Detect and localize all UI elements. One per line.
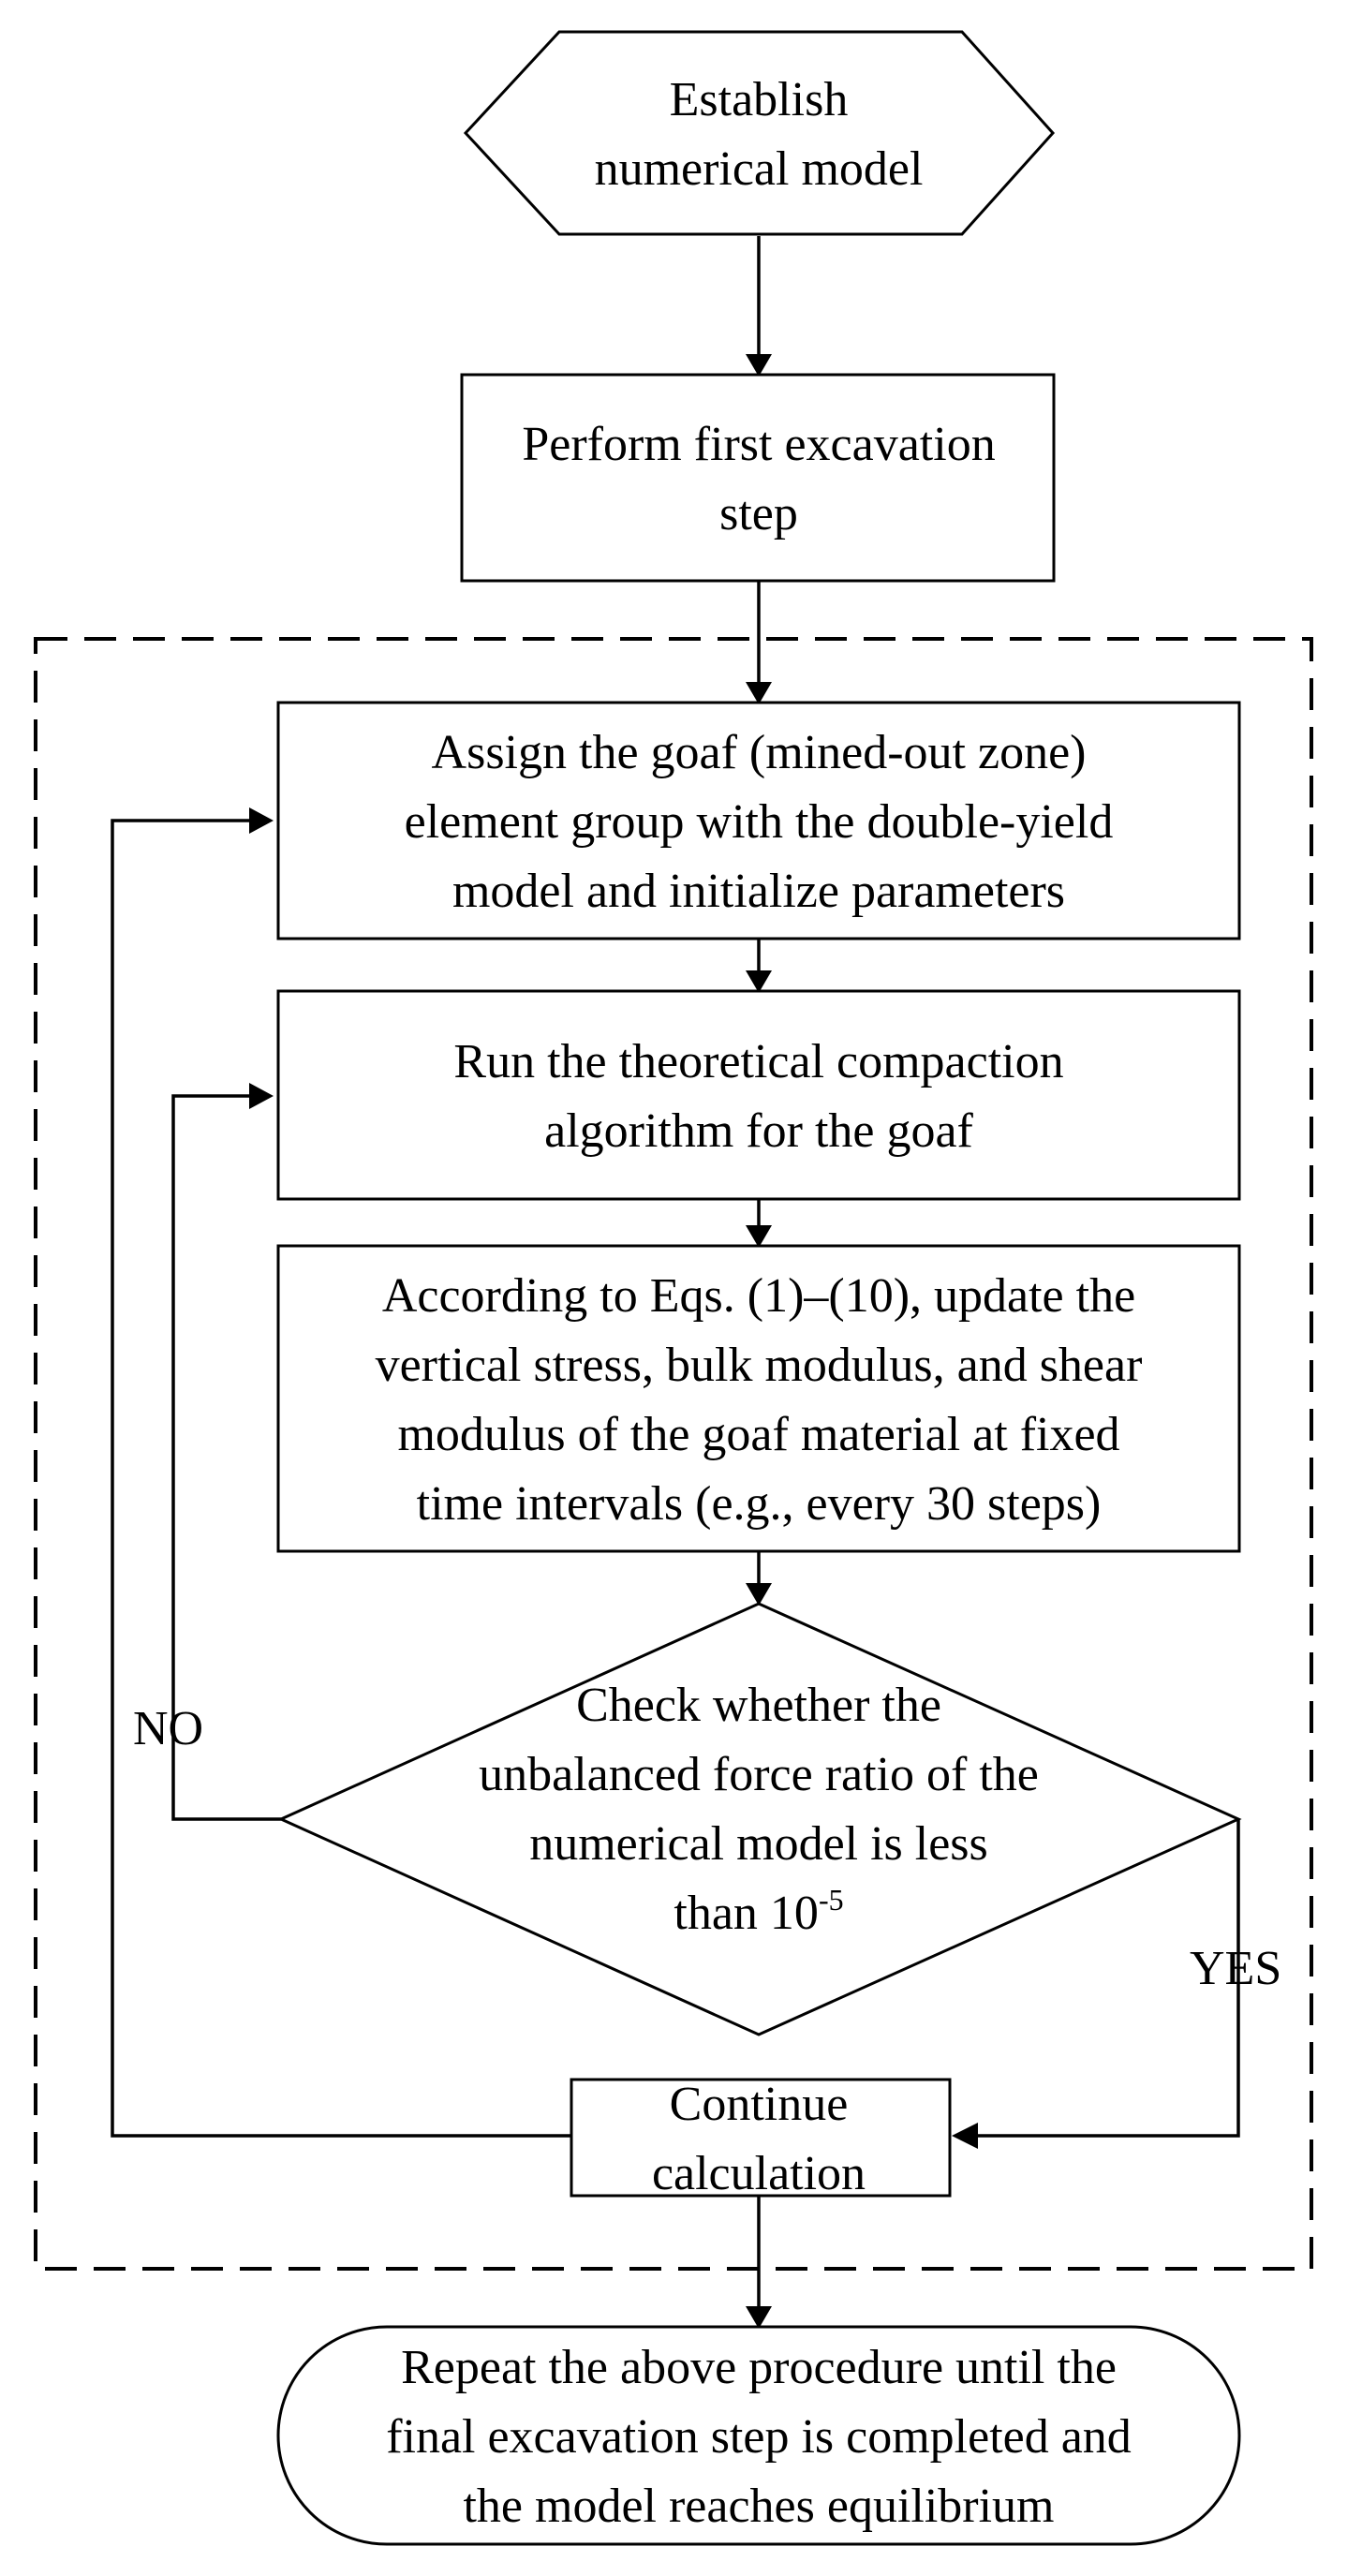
- update-node-text: According to Eqs. (1)–(10), update the ve…: [376, 1269, 1143, 1531]
- threshold-exponent: -5: [819, 1883, 844, 1917]
- start-line-2: numerical model: [595, 142, 924, 196]
- run-line-1: Run the theoretical compaction: [453, 1035, 1063, 1088]
- first-step-node-text: Perform first excavation step: [522, 418, 995, 540]
- assign-line-3: model and initialize parameters: [452, 865, 1065, 918]
- check-line-3: numerical model is less: [529, 1817, 988, 1871]
- check-line-4: than 10-5: [674, 1883, 843, 1940]
- run-node-shape: [276, 989, 1241, 1201]
- threshold-base: than 10: [674, 1887, 819, 1940]
- arrowhead-continue-loop: [249, 807, 274, 834]
- edge-yes-to-continue: [974, 1819, 1240, 2138]
- arrowhead-update: [746, 1225, 772, 1248]
- check-line-1: Check whether the: [576, 1679, 941, 1732]
- arrowhead-check: [746, 1583, 772, 1606]
- arrowhead-assign: [746, 682, 772, 704]
- end-line-1: Repeat the above procedure until the: [401, 2341, 1117, 2394]
- iteration-loop-boundary: [34, 637, 1313, 2271]
- run-line-2: algorithm for the goaf: [544, 1104, 973, 1158]
- edge-continue-loop-to-assign: [111, 819, 571, 2138]
- check-node-shape: [277, 1602, 1242, 2036]
- start-node-shape: [463, 30, 1056, 236]
- update-line-2: vertical stress, bulk modulus, and shear: [376, 1339, 1143, 1392]
- yes-label: YES: [1190, 1942, 1281, 1995]
- no-label: NO: [133, 1702, 203, 1755]
- first-step-line-2: step: [719, 487, 798, 540]
- arrowhead-end: [746, 2306, 772, 2329]
- start-line-1: Establish: [670, 73, 849, 126]
- arrowhead-run: [746, 970, 772, 993]
- arrowhead-first-step: [746, 354, 772, 377]
- run-node-text: Run the theoretical compaction algorithm …: [453, 1035, 1063, 1158]
- check-node-text: Check whether the unbalanced force ratio …: [479, 1679, 1039, 1940]
- end-line-2: final excavation step is completed and: [386, 2410, 1132, 2464]
- continue-node-shape: [570, 2078, 952, 2198]
- assign-line-2: element group with the double-yield: [405, 795, 1114, 849]
- update-line-1: According to Eqs. (1)–(10), update the: [382, 1269, 1135, 1323]
- continue-line-2: calculation: [652, 2147, 866, 2200]
- edge-no-loop-to-run: [171, 1094, 281, 1821]
- first-step-line-1: Perform first excavation: [522, 418, 995, 471]
- assign-node-shape: [276, 701, 1241, 940]
- end-node-shape: [276, 2325, 1241, 2546]
- update-node-shape: [276, 1244, 1241, 1553]
- assign-line-1: Assign the goaf (mined-out zone): [432, 726, 1087, 779]
- first-step-node-shape: [460, 373, 1056, 583]
- arrowhead-no-loop: [249, 1083, 274, 1109]
- assign-node-text: Assign the goaf (mined-out zone) element …: [405, 726, 1114, 918]
- continue-node-text: Continue calculation: [652, 2078, 866, 2200]
- end-node-text: Repeat the above procedure until the fina…: [386, 2341, 1132, 2533]
- update-line-3: modulus of the goaf material at fixed: [397, 1408, 1119, 1461]
- start-node-text: Establish numerical model: [595, 73, 924, 196]
- continue-line-1: Continue: [670, 2078, 849, 2131]
- end-line-3: the model reaches equilibrium: [463, 2480, 1054, 2533]
- update-line-4: time intervals (e.g., every 30 steps): [417, 1477, 1102, 1531]
- check-line-2: unbalanced force ratio of the: [479, 1748, 1039, 1801]
- connectors: [111, 236, 1240, 2329]
- arrowhead-yes: [952, 2123, 978, 2149]
